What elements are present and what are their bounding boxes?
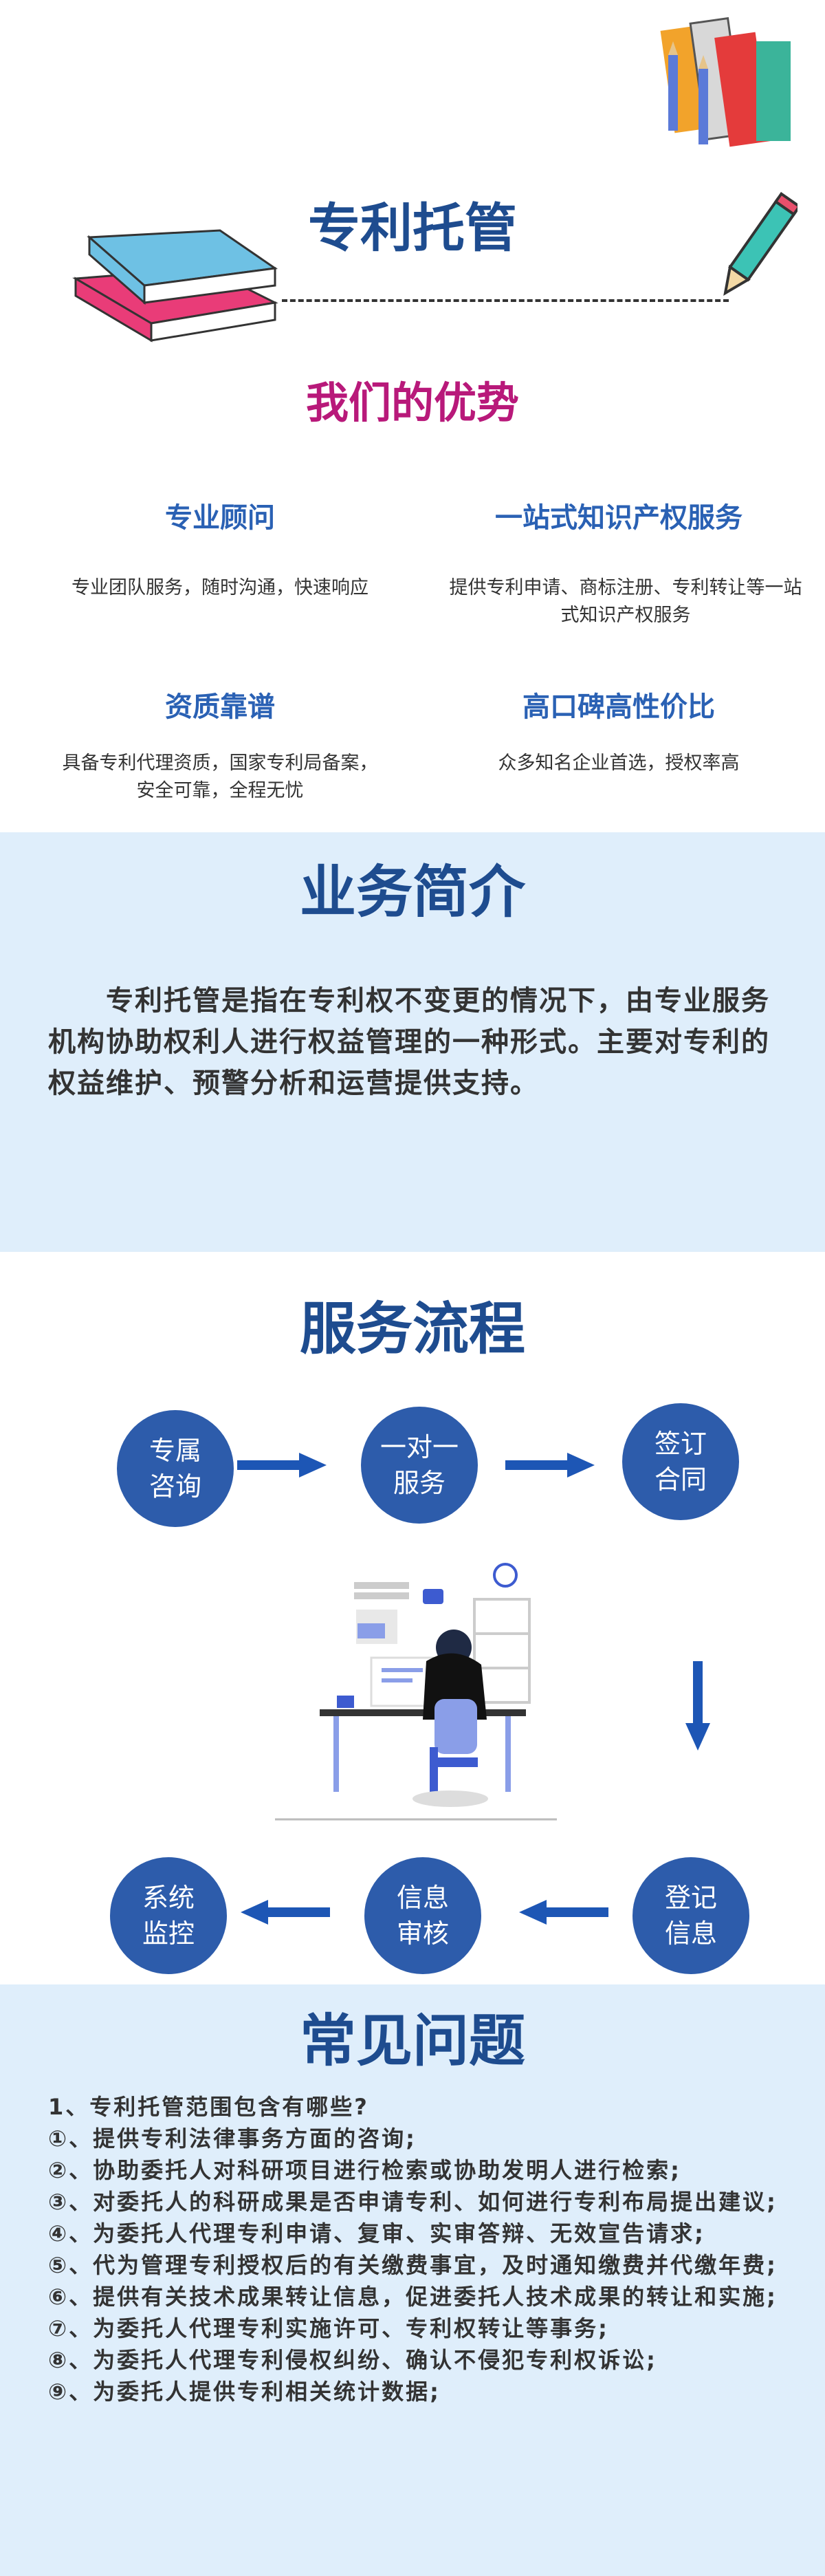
pencil-icon (723, 191, 798, 296)
step-circle-consult: 专属咨询 (117, 1410, 234, 1527)
step-circle-service: 一对一服务 (361, 1407, 478, 1524)
faq-item: ④、为委托人代理专利申请、复审、实审答辩、无效宣告请求; (48, 2220, 705, 2247)
office-worker-illustration (275, 1563, 557, 1821)
faq-item: ⑧、为委托人代理专利侵权纠纷、确认不侵犯专利权诉讼; (48, 2347, 657, 2373)
intro-text: 专利托管是指在专利权不变更的情况下，由专业服务机构协助权利人进行权益管理的一种形… (48, 985, 770, 1099)
advantage-desc: 众多知名企业首选，授权率高 (498, 753, 740, 774)
arrow-down-icon (685, 1661, 710, 1751)
step-label: 咨询 (148, 1471, 201, 1502)
step-circle-register: 登记信息 (632, 1857, 749, 1974)
books-illustration-top (660, 17, 791, 147)
process-heading: 服务流程 (299, 1297, 525, 1362)
advantage-desc: 提供专利申请、商标注册、专利转让等一站式知识产权服务 (449, 577, 802, 626)
faq-item: ⑤、代为管理专利授权后的有关缴费事宜，及时通知缴费并代缴年费; (48, 2252, 778, 2278)
intro-section: 业务简介 专利托管是指在专利权不变更的情况下，由专业服务机构协助权利人进行权益管… (0, 832, 825, 1252)
advantage-desc: 专业团队服务，随时沟通，快速响应 (72, 577, 368, 598)
advantage-desc: 具备专利代理资质，国家专利局备案，安全可靠，全程无忧 (62, 753, 378, 801)
advantage-title: 资质靠谱 (165, 691, 275, 723)
step-label: 监控 (142, 1918, 195, 1949)
faq-list: 1、专利托管范围包含有哪些? ①、提供专利法律事务方面的咨询; ②、协助委托人对… (48, 2091, 798, 2407)
step-label: 签订 (654, 1429, 707, 1459)
step-circle-review: 信息审核 (364, 1857, 481, 1974)
faq-item: ③、对委托人的科研成果是否申请专利、如何进行专利布局提出建议; (48, 2189, 778, 2215)
faq-section: 常见问题 1、专利托管范围包含有哪些? ①、提供专利法律事务方面的咨询; ②、协… (0, 1984, 825, 2576)
step-label: 信息 (664, 1918, 717, 1949)
step-label: 服务 (393, 1468, 446, 1498)
step-label: 系统 (142, 1883, 195, 1913)
step-label: 登记 (664, 1883, 717, 1913)
faq-heading: 常见问题 (299, 2009, 525, 2074)
intro-heading: 业务简介 (299, 860, 525, 925)
arrow-right-icon (505, 1453, 595, 1478)
step-label: 审核 (396, 1918, 449, 1949)
step-circle-contract: 签订合同 (622, 1403, 739, 1520)
page-title: 专利托管 (308, 197, 517, 259)
arrow-left-icon (519, 1900, 608, 1925)
faq-item: ⑥、提供有关技术成果转让信息，促进委托人技术成果的转让和实施; (48, 2284, 778, 2310)
arrow-right-icon (237, 1453, 327, 1478)
books-illustration-left (72, 229, 278, 343)
step-label: 信息 (396, 1883, 449, 1913)
faq-item: ⑨、为委托人提供专利相关统计数据; (48, 2379, 441, 2405)
step-label: 合同 (654, 1464, 707, 1495)
step-circle-monitor: 系统监控 (110, 1857, 227, 1974)
step-label: 一对一 (380, 1432, 459, 1462)
faq-item: ②、协助委托人对科研项目进行检索或协助发明人进行检索; (48, 2157, 681, 2183)
advantage-title: 一站式知识产权服务 (495, 502, 742, 534)
faq-item: 1、专利托管范围包含有哪些? (48, 2094, 369, 2120)
arrow-left-icon (241, 1900, 330, 1925)
step-label: 专属 (148, 1436, 201, 1466)
faq-item: ⑦、为委托人代理专利实施许可、专利权转让等事务; (48, 2315, 609, 2341)
faq-item: ①、提供专利法律事务方面的咨询; (48, 2125, 417, 2152)
advantages-heading: 我们的优势 (305, 378, 519, 428)
advantage-title: 专业顾问 (165, 502, 275, 534)
dashed-divider (282, 299, 729, 302)
advantage-title: 高口碑高性价比 (522, 691, 715, 723)
